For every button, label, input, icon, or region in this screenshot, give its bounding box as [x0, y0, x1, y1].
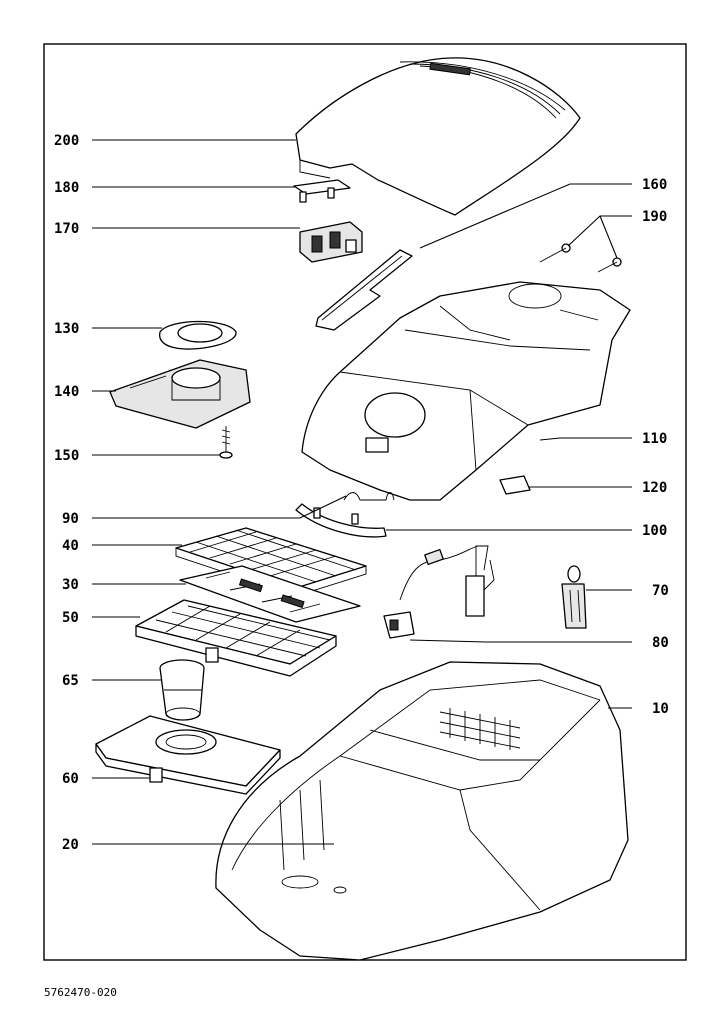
- callout-numbers: 200 180 170 160 190 130 140 150 110 120 …: [54, 133, 669, 853]
- callout-170: 170: [54, 221, 79, 237]
- callout-20: 20: [62, 837, 79, 853]
- part-170-switch-block: [299, 221, 363, 263]
- callout-60: 60: [62, 771, 79, 787]
- part-200-lid-cover: [295, 57, 581, 216]
- callout-160: 160: [642, 177, 667, 193]
- part-80-cable-switch: [383, 545, 495, 639]
- part-140-filter-housing: [109, 359, 251, 429]
- callout-70: 70: [652, 583, 669, 599]
- part-130-seal-ring: [158, 320, 237, 350]
- callout-80: 80: [652, 635, 669, 651]
- part-40-grid-frame: [175, 527, 367, 597]
- part-120-cap: [499, 475, 531, 495]
- leader-lines: [92, 139, 632, 845]
- callout-100: 100: [642, 523, 667, 539]
- callout-40: 40: [62, 538, 79, 554]
- callout-90: 90: [62, 511, 79, 527]
- part-110-upper-housing: [301, 281, 631, 501]
- part-160-latch: [315, 249, 413, 331]
- part-60-filter-cover: [95, 715, 281, 795]
- callout-140: 140: [54, 384, 79, 400]
- part-10-base-housing: [215, 661, 629, 961]
- part-65-cylinder: [159, 659, 205, 721]
- callout-110: 110: [642, 431, 667, 447]
- part-30-filter-sheet: [179, 565, 361, 623]
- diagram-frame: [43, 43, 687, 961]
- part-50-hepa-filter: [135, 599, 337, 677]
- document-id: 5762470-020: [44, 986, 117, 999]
- part-100-curved-strip: [295, 503, 387, 538]
- part-90-clip: [343, 492, 395, 501]
- callout-120: 120: [642, 480, 667, 496]
- callout-150: 150: [54, 448, 79, 464]
- part-190-springs: [539, 243, 622, 273]
- callout-10: 10: [652, 701, 669, 717]
- callout-200: 200: [54, 133, 79, 149]
- part-150-screw: [219, 426, 233, 459]
- callout-190: 190: [642, 209, 667, 225]
- callout-65: 65: [62, 673, 79, 689]
- callout-50: 50: [62, 610, 79, 626]
- callout-180: 180: [54, 180, 79, 196]
- part-180-plate: [293, 179, 351, 203]
- callout-130: 130: [54, 321, 79, 337]
- callout-30: 30: [62, 577, 79, 593]
- part-70-clamp: [561, 565, 587, 629]
